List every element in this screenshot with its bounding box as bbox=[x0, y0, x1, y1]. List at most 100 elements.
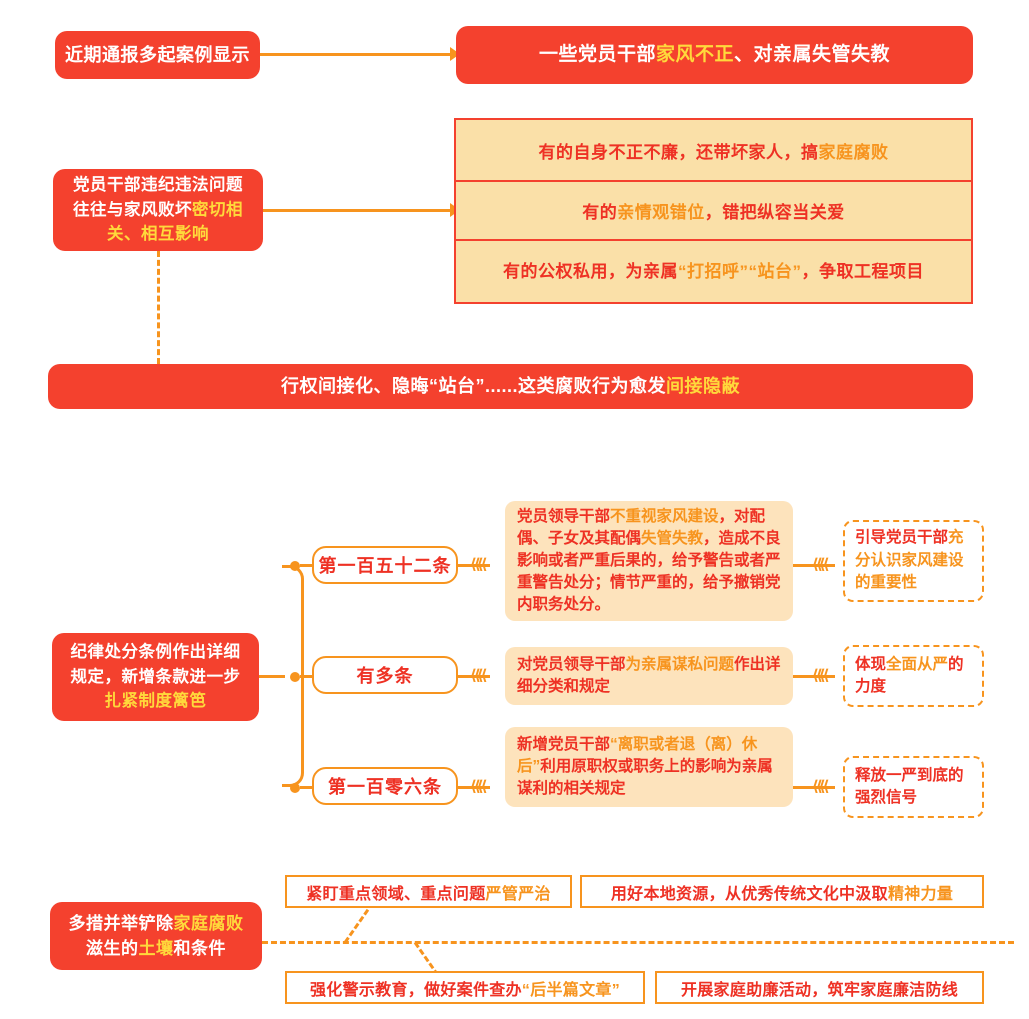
node-dot-icon bbox=[290, 672, 300, 682]
table-row: 有的自身不正不廉，还带坏家人，搞家庭腐败 bbox=[456, 120, 971, 180]
measure-box-2[interactable]: 强化警示教育，做好案件查办“后半篇文章” bbox=[285, 971, 645, 1004]
s2-bottom-highlight: 间接隐蔽 bbox=[666, 376, 740, 396]
s3-b1-h1: 为亲属谋私问题 bbox=[625, 656, 735, 673]
branch2-to-detail-line bbox=[458, 786, 490, 789]
branch1-to-detail-line bbox=[458, 675, 490, 678]
node-dot-icon bbox=[290, 561, 300, 571]
s3-b0-p1: 党员领导干部 bbox=[517, 508, 611, 525]
s2-row0-p1: 有的自身不正不廉，还带坏家人，搞 bbox=[538, 142, 819, 162]
s4-m1-h1: 精神力量 bbox=[887, 885, 954, 903]
s4-left-l1-plain: 多措并举铲除 bbox=[68, 913, 174, 933]
s3-left-line2: 规定，新增条款进一步 bbox=[70, 667, 241, 686]
s2-bottom-part1: 行权间接化、隐晦“站台”......这类腐败行为愈发 bbox=[280, 376, 666, 396]
s3-o2-p2: 的强烈信号 bbox=[855, 766, 964, 806]
section4-left-box: 多措并举铲除家庭腐败 滋生的土壤和条件 bbox=[50, 902, 262, 970]
s3-o2-p1: 释放一严到底 bbox=[855, 766, 949, 784]
branch-detail-1: 对党员领导干部为亲属谋私问题作出详细分类和规定 bbox=[505, 647, 793, 705]
table-row: 有的公权私用，为亲属“打招呼”“站台”，争取工程项目 bbox=[456, 239, 971, 298]
diag-leg-to-measure-0 bbox=[343, 908, 370, 944]
branch0-to-outcome-line bbox=[793, 564, 835, 567]
s3-left-line1: 纪律处分条例作出详细 bbox=[70, 642, 241, 661]
s4-left-l1-highlight: 家庭腐败 bbox=[173, 913, 244, 933]
s3-b0-p2: ，对配偶、子女及其配偶 bbox=[517, 508, 766, 547]
s2-row1-p1: 有的 bbox=[582, 203, 618, 222]
s2-row2-p1: 有的公权私用，为亲属 bbox=[503, 262, 678, 281]
s3-b0-h1: 不重视家风建设 bbox=[610, 508, 719, 525]
measure-box-1[interactable]: 用好本地资源，从优秀传统文化中汲取精神力量 bbox=[580, 875, 984, 908]
branch1-to-outcome-line bbox=[793, 675, 835, 678]
section2-table: 有的自身不正不廉，还带坏家人，搞家庭腐败 有的亲情观错位，错把纵容当关爱 有的公… bbox=[454, 118, 973, 304]
section2-left-box: 党员干部违纪违法问题 往往与家风败坏密切相 关、相互影响 bbox=[53, 169, 263, 251]
s3-left-line3: 扎紧制度篱笆 bbox=[104, 692, 207, 711]
connector-s2-dashed-vertical bbox=[157, 251, 160, 364]
source-label-text: 近期通报多起案例显示 bbox=[65, 44, 250, 65]
s3-o1-p2: 的力度 bbox=[855, 655, 964, 695]
s4-m0-p1: 紧盯重点领域、重点问题 bbox=[306, 885, 486, 903]
s4-m2-h1: “后半篇文章” bbox=[521, 981, 620, 999]
section1-banner: 一些党员干部家风不正、对亲属失管失教 bbox=[456, 26, 973, 84]
s2-row0-h1: 家庭腐败 bbox=[818, 142, 889, 162]
branch-outcome-0: 引导党员干部充分认识家风建设的重要性 bbox=[843, 520, 984, 602]
branch-outcome-1: 体现全面从严的力度 bbox=[843, 645, 984, 707]
chevron-triple-left-icon: ⟪⟪ bbox=[812, 556, 830, 573]
s3-b2-p1: 新增党员干部 bbox=[517, 736, 611, 753]
section3-left-box: 纪律处分条例作出详细 规定，新增条款进一步 扎紧制度篱笆 bbox=[52, 633, 259, 721]
s2-left-line3-highlight: 关、相互影响 bbox=[107, 225, 209, 244]
s2-left-line1: 党员干部违纪违法问题 bbox=[73, 175, 243, 194]
connector-s1-line bbox=[260, 53, 456, 56]
s4-m0-h1: 严管严治 bbox=[485, 885, 551, 903]
branch-label-0-text: 第一百五十二条 bbox=[318, 556, 452, 576]
s2-left-line2-plain: 往往与家风败坏 bbox=[73, 200, 192, 219]
s3-b0-p3: ，造成不良影响或者严重后果的，给予警告或者严重警告处分；情节严重的，给予撤销党内… bbox=[517, 530, 781, 613]
branch-detail-0: 党员领导干部不重视家风建设，对配偶、子女及其配偶失管失教，造成不良影响或者严重后… bbox=[505, 501, 793, 621]
connector-s2-line bbox=[263, 209, 456, 212]
s4-m1-p1: 用好本地资源，从优秀传统文化中汲取 bbox=[610, 885, 888, 903]
section1-banner-highlight: 家风不正 bbox=[655, 43, 734, 65]
s4-m3-p1: 开展家庭助廉活动，筑牢家庭廉洁防线 bbox=[680, 981, 959, 999]
s3-b0-h2: 失管失教 bbox=[641, 530, 704, 547]
chevron-triple-left-icon: ⟪⟪ bbox=[470, 556, 488, 573]
s2-row1-p2: ，错把纵容当关爱 bbox=[704, 203, 845, 222]
s3-o0-p1: 引导党员干部 bbox=[855, 529, 949, 547]
chevron-triple-left-icon: ⟪⟪ bbox=[812, 778, 830, 795]
section4-dashed-spine bbox=[262, 941, 1014, 944]
table-row: 有的亲情观错位，错把纵容当关爱 bbox=[456, 180, 971, 239]
branch-arm-1 bbox=[300, 675, 314, 678]
s3-o1-h1: 全面从严 bbox=[886, 655, 949, 673]
branch0-to-detail-line bbox=[458, 564, 490, 567]
s3-b2-h1: “离职或者退（离）休后” bbox=[517, 736, 758, 775]
branch-label-0[interactable]: 第一百五十二条 bbox=[312, 546, 458, 584]
s3-b1-p1: 对党员领导干部 bbox=[517, 656, 626, 673]
branch-label-1-text: 有多条 bbox=[356, 666, 414, 686]
s4-left-l2-highlight: 土壤 bbox=[138, 939, 174, 958]
branch-label-1[interactable]: 有多条 bbox=[312, 656, 458, 694]
section1-banner-part1: 一些党员干部 bbox=[538, 43, 656, 65]
branch-arm-2 bbox=[300, 786, 314, 789]
s4-m2-p1: 强化警示教育，做好案件查办 bbox=[309, 981, 522, 999]
s2-row2-h1: “打招呼”“站台” bbox=[678, 262, 802, 281]
s4-left-l2-plain2: 和条件 bbox=[173, 939, 226, 958]
s2-row1-h1: 亲情观错位 bbox=[617, 203, 705, 222]
node-dot-icon bbox=[290, 783, 300, 793]
connector-s1-arrowhead bbox=[450, 47, 460, 61]
branch-label-2-text: 第一百零六条 bbox=[328, 777, 442, 797]
branch-outcome-2: 释放一严到底的强烈信号 bbox=[843, 756, 984, 818]
s2-left-line2-highlight: 密切相 bbox=[192, 200, 243, 219]
bracket-stem bbox=[259, 675, 285, 678]
branch2-to-outcome-line bbox=[793, 786, 835, 789]
s3-b1-p2: 作出详细分类和规定 bbox=[517, 656, 781, 695]
branch-detail-2: 新增党员干部“离职或者退（离）休后”利用原职权或职务上的影响为亲属谋利的相关规定 bbox=[505, 727, 793, 807]
measure-box-3[interactable]: 开展家庭助廉活动，筑牢家庭廉洁防线 bbox=[655, 971, 984, 1004]
chevron-triple-left-icon: ⟪⟪ bbox=[470, 778, 488, 795]
s2-row2-p2: ，争取工程项目 bbox=[801, 262, 924, 281]
source-label-box: 近期通报多起案例显示 bbox=[55, 31, 260, 79]
s3-o1-p1: 体现 bbox=[855, 655, 887, 673]
chevron-triple-left-icon: ⟪⟪ bbox=[812, 667, 830, 684]
branch-arm-0 bbox=[300, 564, 314, 567]
section1-banner-part2: 、对亲属失管失教 bbox=[734, 43, 891, 65]
s4-left-l2-plain: 滋生的 bbox=[86, 939, 139, 958]
s3-b2-p2: 利用原职权或职务上的影响为亲属谋利的相关规定 bbox=[517, 758, 773, 797]
measure-box-0[interactable]: 紧盯重点领域、重点问题严管严治 bbox=[285, 875, 572, 908]
section2-bottom-banner: 行权间接化、隐晦“站台”......这类腐败行为愈发间接隐蔽 bbox=[48, 364, 973, 409]
branch-label-2[interactable]: 第一百零六条 bbox=[312, 767, 458, 805]
